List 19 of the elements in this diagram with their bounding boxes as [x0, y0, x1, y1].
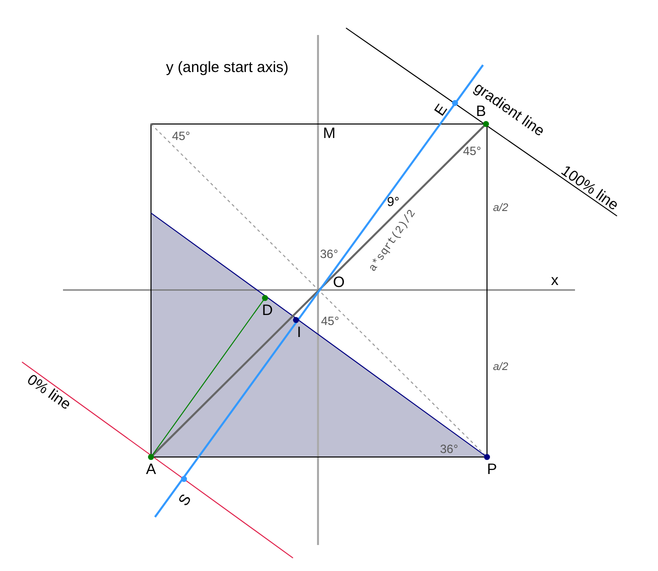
- measure-label: a/2: [493, 203, 508, 214]
- measure-label: a/2: [493, 362, 508, 373]
- point-label: P: [487, 462, 498, 477]
- point-label: A: [146, 462, 156, 477]
- point-label: O: [333, 275, 345, 290]
- point-label: M: [323, 126, 336, 141]
- measure-label: 45°: [172, 130, 190, 142]
- point-label: 9°: [387, 195, 400, 208]
- point-label: y (angle start axis): [166, 60, 289, 75]
- measure-label: 45°: [463, 145, 482, 157]
- point-label: E: [432, 102, 450, 119]
- point-label: D: [262, 303, 273, 318]
- point-label: I: [297, 325, 302, 340]
- point-label: 0% line: [24, 372, 74, 412]
- measure-label: 36°: [440, 443, 458, 455]
- point-label: x: [551, 273, 558, 288]
- measure-label: 45°: [321, 315, 340, 327]
- point-label: S: [176, 492, 194, 509]
- measure-label: 36°: [320, 248, 338, 260]
